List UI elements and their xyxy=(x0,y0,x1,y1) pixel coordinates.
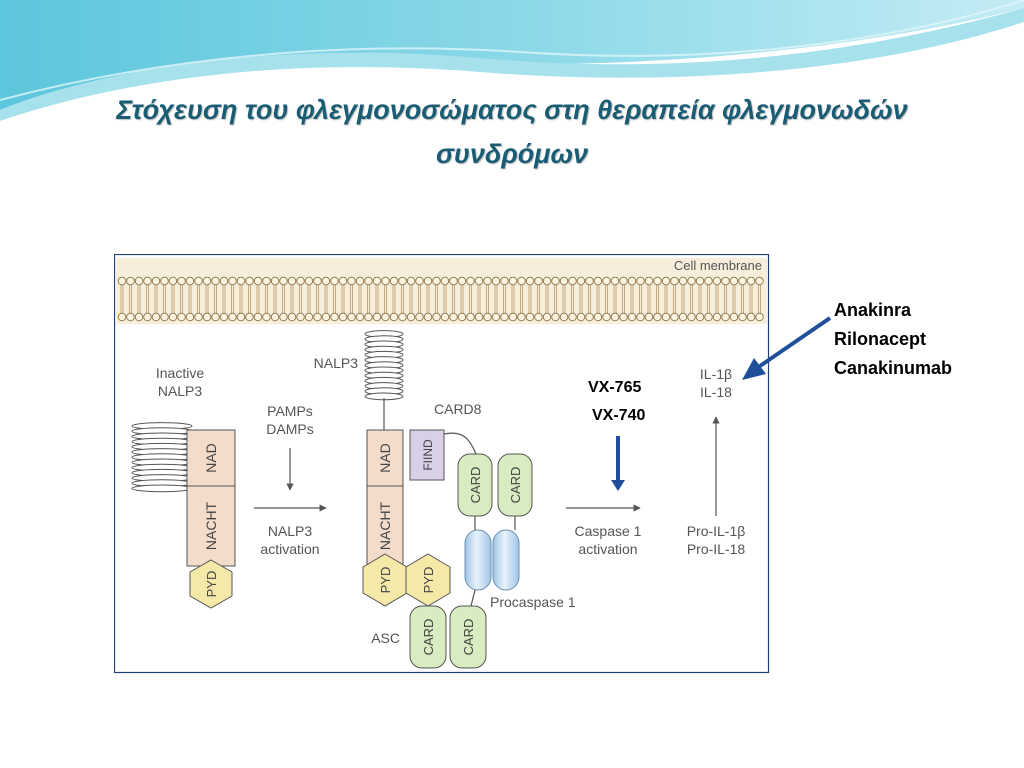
nalp3-label: NALP3 xyxy=(314,355,359,371)
fiind-domain xyxy=(409,429,445,481)
cell-membrane-label: Cell membrane xyxy=(674,258,762,273)
vx-inhibitor-arrow xyxy=(611,436,625,491)
drug-vx765-label: VX-765 xyxy=(588,379,641,396)
inactive-pyd-label: PYD xyxy=(204,571,219,598)
pamps-label: PAMPs xyxy=(267,403,313,419)
membrane-tails-top xyxy=(120,284,761,300)
card8-card-label-1: CARD xyxy=(468,467,483,504)
inactive-nad-domain xyxy=(186,429,236,487)
asc-pyd-label: PYD xyxy=(421,567,436,594)
drug-vx740-label: VX-740 xyxy=(592,407,645,424)
fiind-label: FIIND xyxy=(421,439,435,471)
active-nacht-label: NACHT xyxy=(377,501,393,550)
procaspase-card-label: CARD xyxy=(461,619,476,656)
nalp3-activation-label-line-2: activation xyxy=(260,541,319,557)
drug-anakinra: Anakinra xyxy=(834,300,912,320)
drug-canakinumab: Canakinumab xyxy=(834,358,953,378)
slide-title-line-1: Στόχευση του φλεγμονοσώματος στη θεραπεί… xyxy=(116,95,908,125)
inactive-nalp3-label-line-1: Inactive xyxy=(156,365,204,381)
procaspase-subunit-1 xyxy=(464,529,492,591)
active-nad-label: NAD xyxy=(377,443,393,473)
asc-card-label: CARD xyxy=(421,619,436,656)
lrr-coil-active xyxy=(364,330,404,401)
procaspase-subunit-2 xyxy=(492,529,520,591)
inactive-nacht-label: NACHT xyxy=(203,501,219,550)
cell-membrane xyxy=(116,258,767,324)
inflammasome-diagram: Cell membrane Inactive NALP3 NAD NACHT P… xyxy=(114,254,770,674)
active-nalp3-protein: NAD NACHT PYD xyxy=(362,429,408,607)
asc-protein: PYD CARD xyxy=(405,553,451,669)
membrane-heads-top xyxy=(117,276,764,286)
inactive-nalp3-label-line-2: NALP3 xyxy=(158,383,203,399)
il1b-label: IL-1β xyxy=(700,366,732,382)
il1-blocker-arrow xyxy=(742,316,832,380)
inactive-nalp3-protein: NAD NACHT PYD xyxy=(186,429,236,609)
procaspase-1 xyxy=(464,529,520,591)
card8-label: CARD8 xyxy=(434,401,482,417)
pro-il1b-label: Pro-IL-1β xyxy=(687,523,746,539)
active-pyd-label: PYD xyxy=(378,567,393,594)
asc-label: ASC xyxy=(371,630,400,646)
caspase-activation-label-line-1: Caspase 1 xyxy=(575,523,642,539)
procaspase-label: Procaspase 1 xyxy=(490,594,576,610)
asc-card-domain xyxy=(409,605,447,669)
membrane-heads-bottom xyxy=(117,312,764,322)
inactive-pyd-domain xyxy=(189,559,233,609)
il1-blocker-drug-list: Anakinra Rilonacept Canakinumab xyxy=(834,296,952,383)
nalp3-activation-label-line-1: NALP3 xyxy=(268,523,313,539)
slide-title: Στόχευση του φλεγμονοσώματος στη θεραπεί… xyxy=(40,88,984,176)
procaspase-to-card-link xyxy=(470,589,476,607)
card8-card-label-2: CARD xyxy=(508,467,523,504)
membrane-tails-bottom xyxy=(120,300,761,314)
procaspase-card-domain xyxy=(449,605,487,669)
il18-label: IL-18 xyxy=(700,384,732,400)
card8-linker xyxy=(443,432,477,455)
lrr-coil-inactive xyxy=(131,422,193,493)
pro-il18-label: Pro-IL-18 xyxy=(687,541,746,557)
drug-rilonacept: Rilonacept xyxy=(834,329,927,349)
damps-label: DAMPs xyxy=(266,421,313,437)
slide-title-line-2: συνδρόμων xyxy=(435,139,589,169)
inactive-nad-label: NAD xyxy=(203,443,219,473)
caspase-activation-label-line-2: activation xyxy=(578,541,637,557)
